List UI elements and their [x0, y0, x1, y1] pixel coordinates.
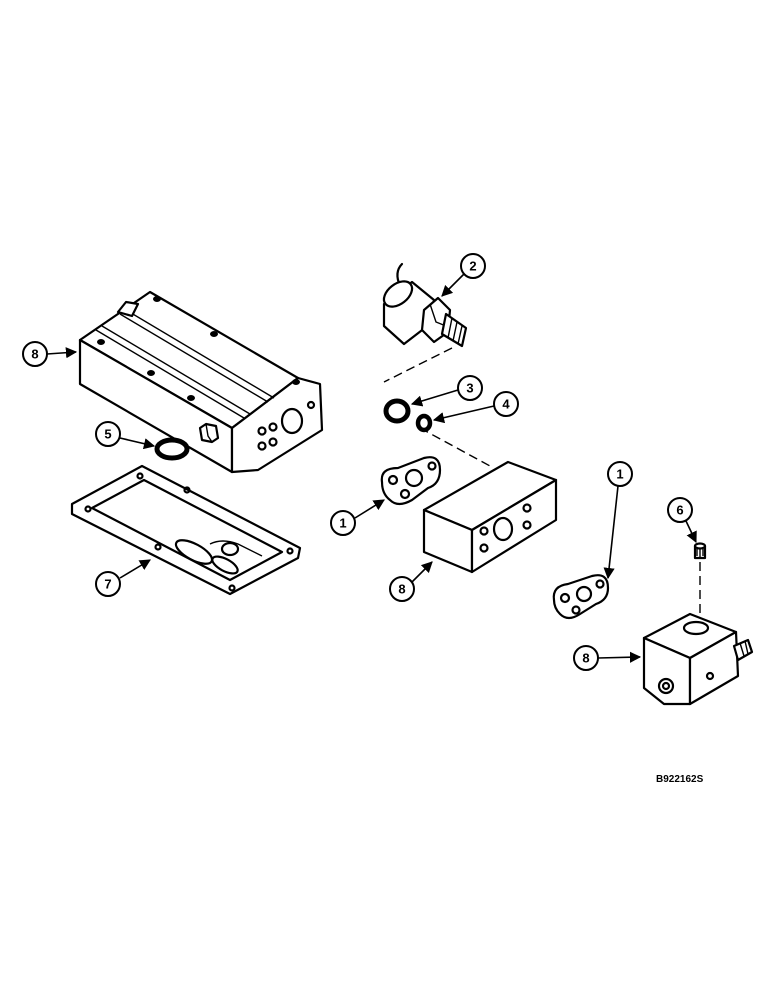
- plug: [693, 542, 707, 560]
- callout-2: 2: [441, 253, 486, 297]
- reference-code: B922162S: [656, 774, 704, 785]
- svg-text:7: 7: [104, 577, 111, 592]
- callout-7: 7: [95, 559, 151, 597]
- callout-6: 6: [667, 497, 697, 544]
- svg-text:8: 8: [31, 347, 38, 362]
- svg-text:2: 2: [469, 259, 476, 274]
- valve-block-right: [642, 612, 754, 706]
- svg-text:4: 4: [502, 397, 510, 412]
- solenoid: [382, 262, 468, 348]
- o-ring-large: [383, 398, 411, 424]
- svg-text:3: 3: [466, 381, 473, 396]
- svg-text:8: 8: [582, 651, 589, 666]
- callout-1-right: 1: [603, 461, 633, 580]
- svg-text:1: 1: [339, 516, 346, 531]
- svg-text:6: 6: [676, 503, 683, 518]
- svg-text:8: 8: [398, 582, 405, 597]
- callout-8-center: 8: [389, 561, 433, 602]
- svg-text:5: 5: [104, 427, 111, 442]
- callout-4: 4: [432, 391, 519, 424]
- callout-8-right: 8: [573, 645, 642, 671]
- valve-block-center: [422, 460, 558, 574]
- o-ring-cover: [154, 437, 190, 461]
- gasket-flat: [70, 464, 302, 596]
- cover-block: [78, 290, 324, 474]
- gasket-small-a: [380, 456, 442, 506]
- callout-8-cover: 8: [22, 341, 78, 367]
- callout-1-center: 1: [330, 499, 385, 536]
- assembly-axis-upper: [383, 347, 453, 383]
- gasket-small-b: [552, 574, 610, 620]
- callout-3: 3: [410, 375, 483, 407]
- svg-text:1: 1: [616, 467, 623, 482]
- callout-5: 5: [95, 421, 156, 450]
- o-ring-small: [415, 413, 433, 433]
